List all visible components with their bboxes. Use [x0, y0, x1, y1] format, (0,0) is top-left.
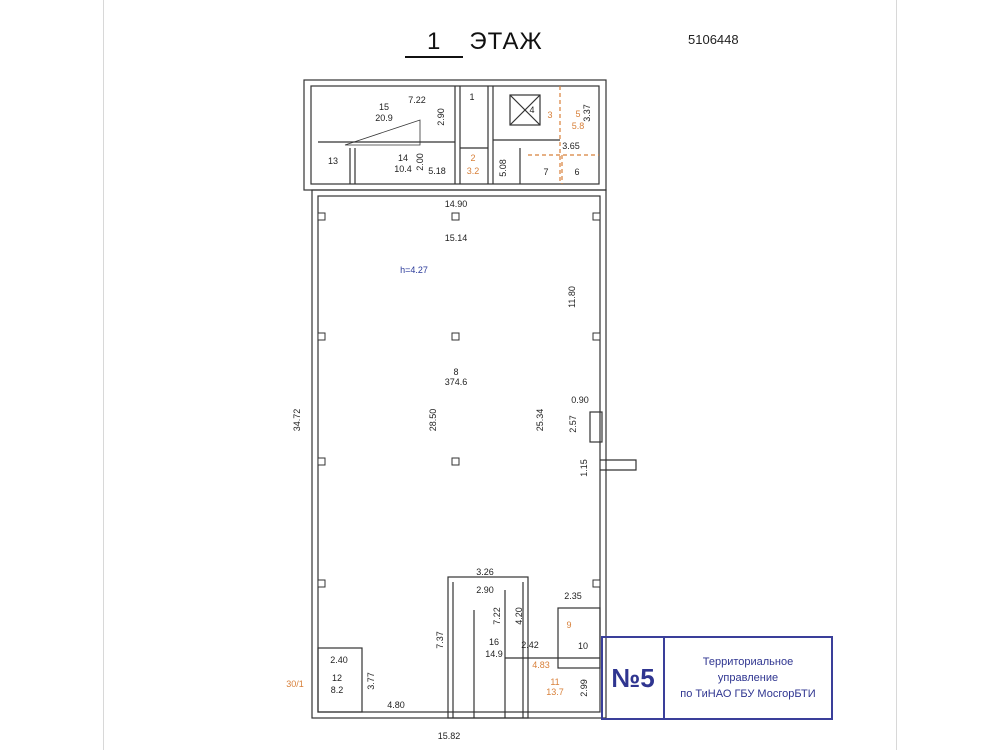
room-number: 3 — [547, 110, 552, 120]
dim-label: 25.34 — [535, 409, 545, 432]
dim-label: 2.90 — [476, 585, 494, 595]
dim-label: 2.40 — [330, 655, 348, 665]
dimension-labels: 7.22 15 20.9 2.90 1 4 3 5 5.8 3.37 3.65 … — [286, 92, 592, 741]
document-number: 5106448 — [688, 32, 739, 47]
dim-label: 3.77 — [366, 672, 376, 690]
room-number: 1 — [469, 92, 474, 102]
room-number: 15 — [379, 102, 389, 112]
stamp-number: №5 — [603, 638, 665, 718]
stamp-line: по ТиНАО ГБУ МосгорБТИ — [680, 688, 816, 700]
dim-label: 3.26 — [476, 567, 494, 577]
dim-label: 7.22 — [408, 95, 426, 105]
dim-label: 2.35 — [564, 591, 582, 601]
walls — [303, 79, 637, 719]
page-edge-left — [103, 0, 104, 750]
room-number: 7 — [543, 167, 548, 177]
room-area: 10.4 — [394, 164, 412, 174]
room-area: 5.8 — [572, 121, 585, 131]
dim-label: 15.82 — [438, 731, 461, 741]
floor-number: 1 — [405, 28, 464, 58]
floor-label: ЭТАЖ — [469, 28, 543, 55]
room-number: 5 — [575, 109, 580, 119]
room-area: 3.2 — [467, 166, 480, 176]
columns — [317, 212, 601, 588]
room-area: 374.6 — [445, 377, 468, 387]
stamp-line: управление — [717, 672, 779, 684]
dim-label: 3.65 — [562, 141, 580, 151]
dim-label: 11.80 — [567, 286, 577, 308]
room-number: 10 — [578, 641, 588, 651]
room-number: 11 — [550, 677, 559, 687]
dim-label: 4.20 — [514, 607, 524, 625]
room-number: 16 — [489, 637, 499, 647]
dim-label: 3.37 — [582, 104, 592, 122]
dim-label: 4.83 — [532, 660, 550, 670]
ceiling-height: h=4.27 — [400, 265, 428, 275]
stamp-line: Территориальное — [702, 656, 794, 668]
dim-label: 14.90 — [445, 199, 468, 209]
dim-label: 1.15 — [579, 459, 589, 477]
dim-label: 2.57 — [568, 415, 578, 433]
room-area: 14.9 — [485, 649, 503, 659]
room-number: 30/1 — [286, 679, 304, 689]
dim-label: 34.72 — [292, 409, 302, 432]
room-area: 13.7 — [546, 687, 564, 697]
room-number: 12 — [332, 673, 342, 683]
dim-label: 2.00 — [415, 153, 425, 171]
room-area: 20.9 — [375, 113, 393, 123]
orange-partitions — [528, 86, 599, 184]
dim-label: 2.99 — [579, 679, 589, 697]
page-edge-right — [896, 0, 897, 750]
room-number: 8 — [453, 367, 458, 377]
room-number: 9 — [566, 620, 571, 630]
dim-label: 2.90 — [436, 108, 446, 126]
room-number: 14 — [398, 153, 408, 163]
room-area: 8.2 — [331, 685, 344, 695]
room-number: 13 — [328, 156, 338, 166]
bti-stamp: №5 Территориальное управление по ТиНАО Г… — [601, 636, 833, 720]
dim-label: 5.18 — [428, 166, 446, 176]
dim-label: 15.14 — [445, 233, 468, 243]
dim-label: 7.37 — [435, 631, 445, 649]
room-number: 6 — [574, 167, 579, 177]
dim-label: 2.42 — [521, 640, 539, 650]
dim-label: 4.80 — [387, 700, 405, 710]
room-number: 2 — [470, 153, 475, 163]
dim-label: 0.90 — [571, 395, 589, 405]
dim-label: 7.22 — [492, 607, 502, 625]
dim-label: 5.08 — [498, 159, 508, 177]
dim-label: 28.50 — [428, 409, 438, 432]
room-number: 4 — [529, 105, 534, 115]
